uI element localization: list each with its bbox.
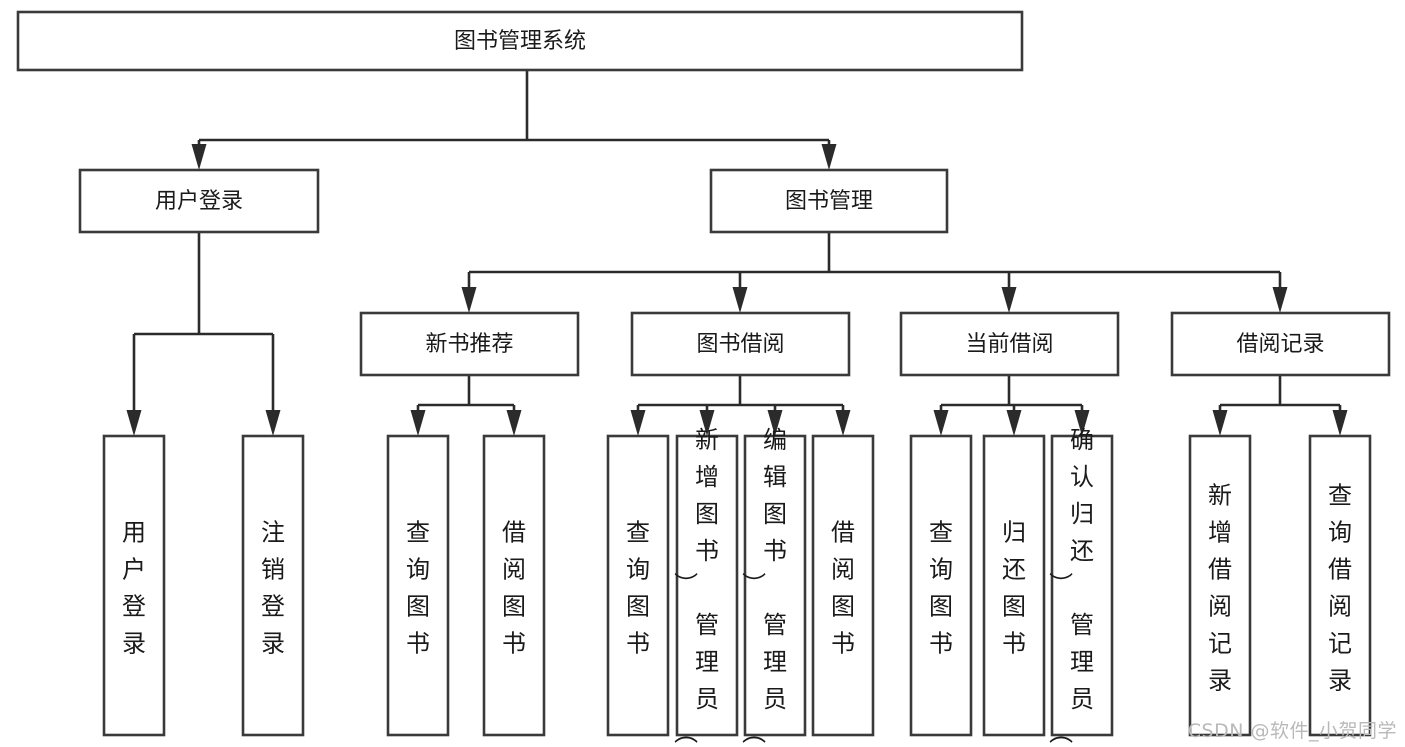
node-box-leaf-query-record[interactable] bbox=[1308, 434, 1372, 737]
node-box-leaf-confirm-return[interactable] bbox=[1050, 434, 1114, 737]
watermark-label: CSDN @软件_小贺同学 bbox=[1187, 720, 1397, 742]
node-root[interactable]: 图书管理系统 bbox=[16, 10, 1024, 72]
node-new-book-rec[interactable]: 新书推荐 bbox=[359, 311, 580, 377]
connector-edge-borrowrecord-leaves bbox=[1212, 375, 1348, 436]
node-box-leaf-add-book[interactable] bbox=[675, 434, 739, 737]
node-label-leaf-return-book: 归还图书 bbox=[1002, 518, 1026, 657]
node-box-new-book-rec[interactable] bbox=[359, 311, 580, 377]
node-label-leaf-query-book-1: 查询图书 bbox=[406, 518, 430, 657]
node-leaf-add-book[interactable]: 新增图书（管理员） bbox=[673, 426, 739, 744]
node-box-leaf-query-book-2[interactable] bbox=[606, 434, 670, 737]
node-box-root[interactable] bbox=[16, 10, 1024, 72]
connector-edge-bookmanage-l2 bbox=[461, 232, 1288, 313]
node-leaf-add-record[interactable]: 新增借阅记录 bbox=[1188, 434, 1252, 737]
node-label-leaf-confirm-return: 确认归还（管理员） bbox=[1048, 426, 1094, 744]
node-label-book-borrow: 图书借阅 bbox=[696, 332, 784, 357]
node-current-borrow[interactable]: 当前借阅 bbox=[899, 311, 1120, 377]
node-leaf-return-book[interactable]: 归还图书 bbox=[982, 434, 1046, 737]
node-label-leaf-query-book-2: 查询图书 bbox=[626, 518, 650, 657]
node-box-book-manage[interactable] bbox=[709, 168, 949, 234]
node-label-leaf-add-record: 新增借阅记录 bbox=[1208, 481, 1232, 694]
node-leaf-user-login[interactable]: 用户登录 bbox=[102, 434, 166, 737]
node-label-leaf-add-book: 新增图书（管理员） bbox=[673, 426, 719, 744]
node-user-login[interactable]: 用户登录 bbox=[78, 168, 320, 234]
node-box-leaf-borrow-book-1[interactable] bbox=[482, 434, 546, 737]
node-leaf-query-record[interactable]: 查询借阅记录 bbox=[1308, 434, 1372, 737]
node-box-leaf-user-login[interactable] bbox=[102, 434, 166, 737]
node-label-leaf-user-logout: 注销登录 bbox=[261, 518, 285, 657]
node-leaf-query-book-1[interactable]: 查询图书 bbox=[386, 434, 450, 737]
node-box-book-borrow[interactable] bbox=[630, 311, 851, 377]
node-box-leaf-query-book-3[interactable] bbox=[909, 434, 973, 737]
node-leaf-edit-book[interactable]: 编辑图书（管理员） bbox=[741, 426, 807, 744]
node-leaf-query-book-2[interactable]: 查询图书 bbox=[606, 434, 670, 737]
connector-layer bbox=[126, 70, 1348, 436]
node-box-user-login[interactable] bbox=[78, 168, 320, 234]
node-label-leaf-query-record: 查询借阅记录 bbox=[1328, 481, 1352, 694]
connector-edge-root-l1 bbox=[191, 70, 837, 170]
node-leaf-confirm-return[interactable]: 确认归还（管理员） bbox=[1048, 426, 1114, 744]
node-label-borrow-record: 借阅记录 bbox=[1236, 332, 1324, 357]
node-box-current-borrow[interactable] bbox=[899, 311, 1120, 377]
node-leaf-user-logout[interactable]: 注销登录 bbox=[241, 434, 305, 737]
node-box-leaf-add-record[interactable] bbox=[1188, 434, 1252, 737]
node-book-borrow[interactable]: 图书借阅 bbox=[630, 311, 851, 377]
node-layer: 图书管理系统用户登录图书管理新书推荐图书借阅当前借阅借阅记录用户登录注销登录查询… bbox=[16, 10, 1391, 744]
connector-edge-newbook-leaves bbox=[410, 375, 522, 436]
node-box-leaf-return-book[interactable] bbox=[982, 434, 1046, 737]
node-label-book-manage: 图书管理 bbox=[785, 189, 873, 214]
node-leaf-borrow-book-2[interactable]: 借阅图书 bbox=[811, 434, 875, 737]
node-label-user-login: 用户登录 bbox=[155, 189, 243, 214]
connector-edge-bookborrow-leaves bbox=[630, 375, 851, 436]
connector-edge-currentborrow-leaves bbox=[933, 375, 1090, 436]
node-leaf-query-book-3[interactable]: 查询图书 bbox=[909, 434, 973, 737]
connector-edge-userlogin-leaves bbox=[126, 232, 281, 436]
node-leaf-borrow-book-1[interactable]: 借阅图书 bbox=[482, 434, 546, 737]
node-box-leaf-borrow-book-2[interactable] bbox=[811, 434, 875, 737]
node-label-leaf-edit-book: 编辑图书（管理员） bbox=[741, 426, 787, 744]
node-label-leaf-borrow-book-2: 借阅图书 bbox=[831, 518, 855, 657]
node-label-leaf-borrow-book-1: 借阅图书 bbox=[502, 518, 526, 657]
node-label-leaf-query-book-3: 查询图书 bbox=[929, 518, 953, 657]
node-box-leaf-edit-book[interactable] bbox=[743, 434, 807, 737]
node-box-borrow-record[interactable] bbox=[1170, 311, 1391, 377]
node-label-new-book-rec: 新书推荐 bbox=[425, 332, 513, 357]
node-box-leaf-query-book-1[interactable] bbox=[386, 434, 450, 737]
node-label-current-borrow: 当前借阅 bbox=[965, 332, 1053, 357]
node-label-leaf-user-login: 用户登录 bbox=[122, 518, 146, 657]
node-borrow-record[interactable]: 借阅记录 bbox=[1170, 311, 1391, 377]
node-label-root: 图书管理系统 bbox=[454, 29, 586, 54]
node-book-manage[interactable]: 图书管理 bbox=[709, 168, 949, 234]
node-box-leaf-user-logout[interactable] bbox=[241, 434, 305, 737]
